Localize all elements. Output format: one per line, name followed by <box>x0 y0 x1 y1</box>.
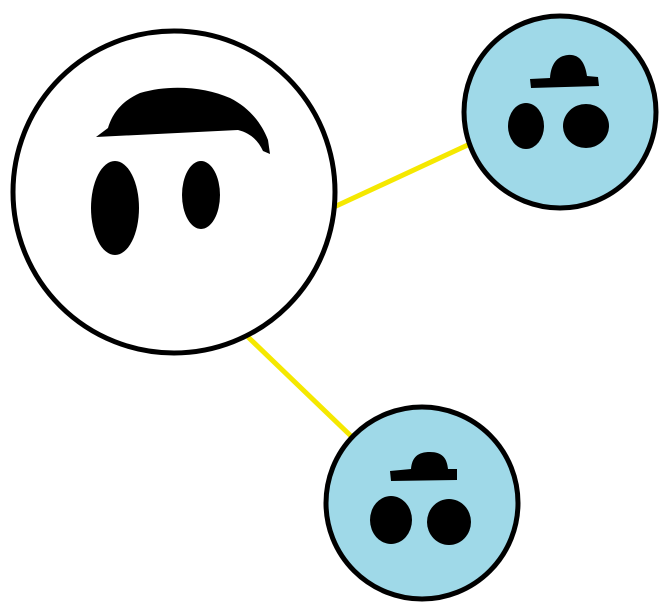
main-node-circle <box>13 31 335 353</box>
child-node-1-circle <box>464 16 656 208</box>
left-eye <box>508 103 544 149</box>
connector-main-child-2 <box>248 337 352 437</box>
connector-main-child-1 <box>334 143 472 207</box>
left-eye <box>91 161 139 255</box>
child-node-2-circle <box>326 407 518 599</box>
right-eye <box>427 499 471 545</box>
main-node[interactable] <box>13 31 335 353</box>
right-eye <box>563 104 609 148</box>
left-eye <box>370 496 412 544</box>
child-node-2[interactable] <box>326 407 518 599</box>
child-node-1[interactable] <box>464 16 656 208</box>
right-eye <box>182 161 220 229</box>
